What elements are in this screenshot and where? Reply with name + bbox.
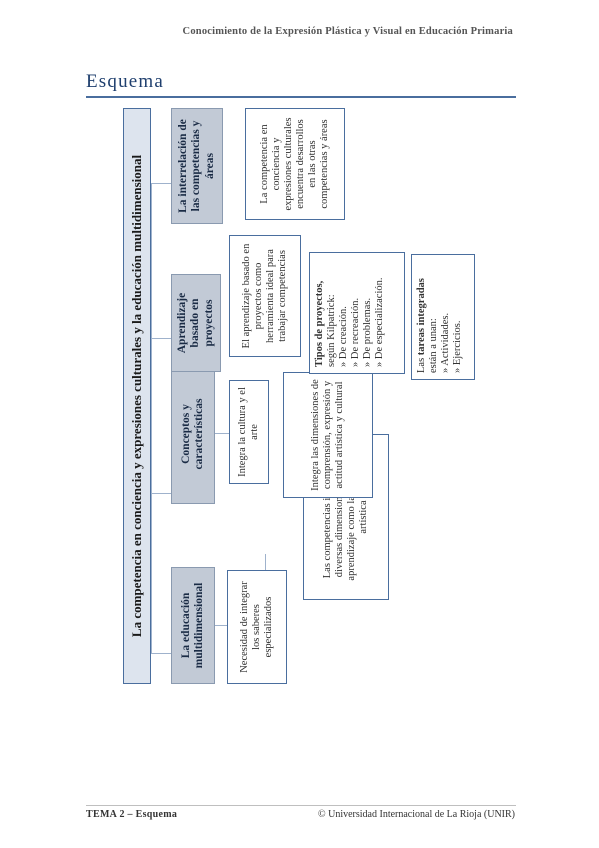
- connector: [151, 493, 171, 494]
- footer-left: TEMA 2 – Esquema: [86, 809, 178, 820]
- tareas-prefix: Las: [416, 355, 427, 373]
- branch-head-aprendizaje: Aprendizaje basado en proyectos: [171, 274, 221, 372]
- tareas-suffix: están a unan:: [428, 318, 440, 373]
- list-item: Ejercicios.: [452, 313, 464, 373]
- concept-map: La competencia en conciencia y expresion…: [123, 108, 523, 684]
- connector: [151, 653, 171, 654]
- leaf-cultura-arte: Integra la cultura y el arte: [229, 380, 269, 484]
- tareas-bold: tareas integradas: [416, 278, 427, 356]
- leaf-tipos-proyectos: Tipos de proyectos, según Kilpatrick: De…: [309, 252, 405, 374]
- connector: [151, 338, 171, 339]
- connector-spine: [151, 184, 172, 654]
- tareas-list: Actividades. Ejercicios.: [440, 313, 464, 373]
- page-title: Esquema: [86, 71, 165, 92]
- running-header: Conocimiento de la Expresión Plástica y …: [182, 26, 513, 37]
- leaf-tareas-integradas: Las tareas integradas están a unan: Acti…: [411, 254, 475, 380]
- list-item: De especialización.: [374, 278, 386, 368]
- leaf-dimensiones: Integra las dimensiones de comprensión, …: [283, 372, 373, 498]
- connector: [265, 554, 266, 570]
- footer-rule: [86, 805, 516, 806]
- branch-head-conceptos: Conceptos y características: [171, 364, 215, 504]
- leaf-interrelacion: La competencia en conciencia y expresion…: [245, 108, 345, 220]
- list-item: De recreación.: [350, 278, 362, 368]
- list-item: Actividades.: [440, 313, 452, 373]
- tipos-list: De creación. De recreación. De problemas…: [338, 278, 386, 368]
- list-item: De problemas.: [362, 278, 374, 368]
- list-item: De creación.: [338, 278, 350, 368]
- footer-right: © Universidad Internacional de La Rioja …: [318, 809, 515, 820]
- concept-map-root: La competencia en conciencia y expresion…: [123, 108, 151, 684]
- branch-head-interrelacion: La interrelación de las competencias y á…: [171, 108, 223, 224]
- tipos-subtitle: según Kilpatrick:: [326, 294, 338, 367]
- connector: [215, 433, 229, 434]
- leaf-saberes: Necesidad de integrar los saberes especi…: [227, 570, 287, 684]
- connector: [151, 183, 171, 184]
- leaf-aprendizaje-proyectos: El aprendizaje basado en proyectos como …: [229, 235, 301, 357]
- branch-head-multidimensional: La educación multidimensional: [171, 567, 215, 684]
- tipos-title: Tipos de proyectos,: [314, 280, 325, 367]
- title-rule: [86, 96, 516, 98]
- connector: [215, 625, 227, 626]
